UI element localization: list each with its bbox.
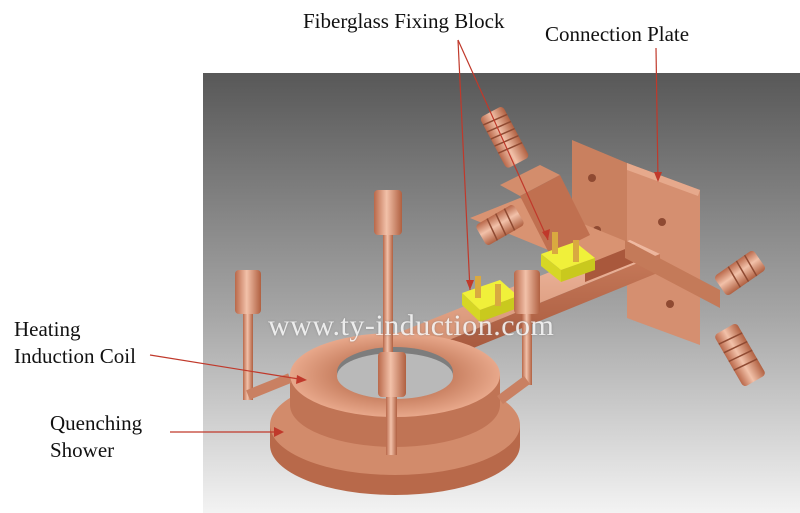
leader-lines [149,39,659,433]
watermark: www.ty-induction.com [268,309,555,342]
leader-arrowheads [274,172,662,437]
label-heating-induction-coil: Heating Induction Coil [14,316,136,370]
label-fiberglass-fixing-block: Fiberglass Fixing Block [303,9,505,33]
label-line: Induction Coil [14,344,136,368]
label-line: Heating [14,317,81,341]
label-line: Quenching [50,411,143,435]
label-quenching-shower: Quenching Shower [50,410,142,464]
label-connection-plate: Connection Plate [545,22,690,46]
label-line: Shower [50,438,115,462]
threaded-fittings [476,107,765,387]
copper-tubes [235,190,540,455]
fiberglass-blocks [462,232,595,322]
